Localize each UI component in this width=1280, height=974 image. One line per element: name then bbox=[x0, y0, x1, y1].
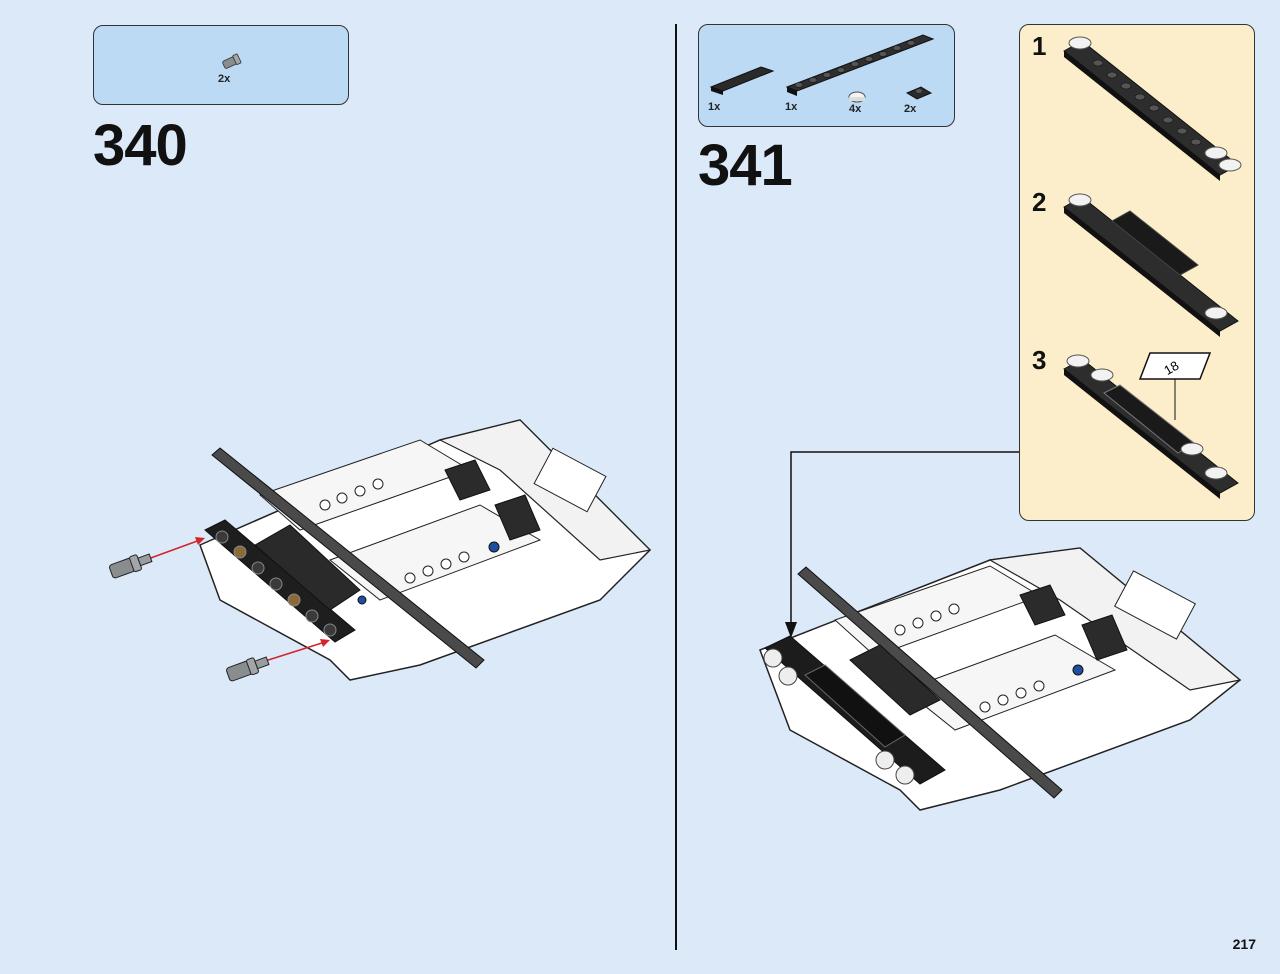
pin-with-bush-part-icon bbox=[222, 53, 242, 69]
part-qty: 2x bbox=[218, 73, 231, 85]
part-qty: 1x bbox=[708, 101, 721, 113]
tile-1x4-part-icon bbox=[709, 66, 775, 95]
parts-icons bbox=[709, 34, 935, 103]
substep-number: 3 bbox=[1032, 345, 1047, 375]
page-divider bbox=[675, 24, 677, 950]
page-number: 217 bbox=[1232, 936, 1256, 952]
part-qty: 4x bbox=[849, 103, 862, 115]
sub-assembly-illustration: 18 bbox=[1063, 36, 1242, 499]
parts-list-340: 2x bbox=[93, 25, 349, 105]
part-qty: 1x bbox=[785, 101, 798, 113]
part-qty: 2x bbox=[904, 103, 917, 115]
parts-list-341: 1x 1x 4x 2x bbox=[698, 24, 955, 127]
step-number: 341 bbox=[698, 133, 793, 198]
round-tile-part-icon bbox=[848, 91, 866, 103]
substep-number: 2 bbox=[1032, 187, 1047, 217]
step-340-model-illustration bbox=[109, 419, 652, 682]
jumper-plate-part-icon bbox=[905, 86, 933, 100]
sub-assembly-box: 1 2 3 18 bbox=[1019, 24, 1255, 521]
substep-number: 1 bbox=[1032, 31, 1047, 61]
sticker-number: 18 bbox=[1161, 358, 1181, 378]
step-number: 340 bbox=[93, 113, 188, 178]
